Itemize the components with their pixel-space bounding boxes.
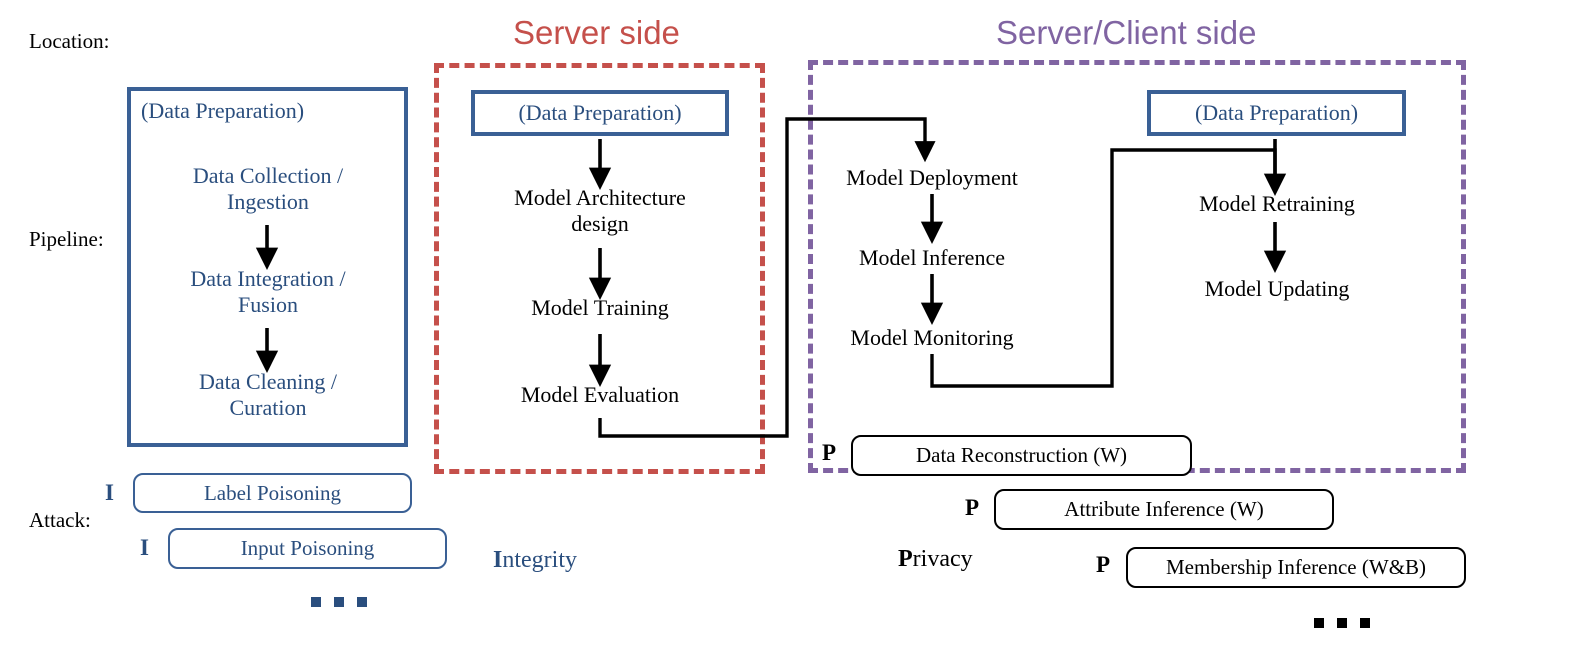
pipeline-step-model-updating: Model Updating [1204,276,1350,301]
pipeline-step-model-evaluation: Model Evaluation [520,382,680,407]
attack-label-label-poisoning: Label Poisoning [203,480,342,505]
attack-category-privacy-rest: rivacy [912,546,973,572]
pipeline-step-model-retraining: Model Retraining [1199,191,1355,216]
attack-prefix-input-poisoning: I [140,535,149,560]
prep-box-right: (Data Preparation) [1147,90,1406,136]
attack-box-label-poisoning[interactable]: Label Poisoning [133,473,412,513]
attack-category-integrity-rest: ntegrity [502,547,577,573]
attack-label-data-reconstruction: Data Reconstruction (W) [915,443,1128,467]
pipeline-step-model-monitoring: Model Monitoring [850,325,1014,350]
zone-title-server-client-side: Server/Client side [996,14,1257,51]
attack-category-privacy-cap: P [898,546,913,572]
attack-label-input-poisoning: Input Poisoning [240,536,375,560]
pipeline-step-model-architecture: Model Architecture design [514,185,686,236]
pipeline-step-data-cleaning: Data Cleaning / Curation [198,369,338,420]
attack-prefix-membership-inference: P [1096,552,1111,577]
pipeline-step-model-inference: Model Inference [859,245,1005,270]
attack-label-attribute-inference: Attribute Inference (W) [1064,497,1264,521]
attack-prefix-attribute-inference: P [965,495,980,520]
attack-box-data-reconstruction[interactable]: Data Reconstruction (W) [851,435,1192,476]
prep-heading-left: (Data Preparation) [141,98,305,123]
pipeline-step-data-collection: Data Collection / Ingestion [192,163,344,214]
attack-box-attribute-inference[interactable]: Attribute Inference (W) [994,489,1334,530]
row-label-attack: Attack: [29,508,91,532]
attack-category-integrity: Integrity [493,548,577,572]
zone-title-server-side: Server side [513,14,680,51]
pipeline-step-model-deployment: Model Deployment [846,165,1018,190]
pipeline-step-model-training: Model Training [531,295,669,320]
attack-prefix-data-reconstruction: P [822,440,837,465]
attack-box-membership-inference[interactable]: Membership Inference (W&B) [1126,547,1466,588]
prep-heading-center: (Data Preparation) [518,100,682,125]
attack-box-input-poisoning[interactable]: Input Poisoning [168,528,447,569]
ellipsis-integrity [311,597,367,607]
prep-box-center: (Data Preparation) [471,90,729,136]
row-label-location: Location: [29,29,110,53]
ellipsis-privacy [1314,618,1370,628]
pipeline-step-data-integration: Data Integration / Fusion [190,266,346,317]
attack-label-membership-inference: Membership Inference (W&B) [1165,555,1427,579]
row-label-pipeline: Pipeline: [29,227,104,251]
prep-heading-right: (Data Preparation) [1194,100,1359,125]
attack-category-integrity-cap: I [493,547,503,573]
attack-prefix-label-poisoning: I [105,480,114,505]
attack-category-privacy: Privacy [898,547,973,571]
